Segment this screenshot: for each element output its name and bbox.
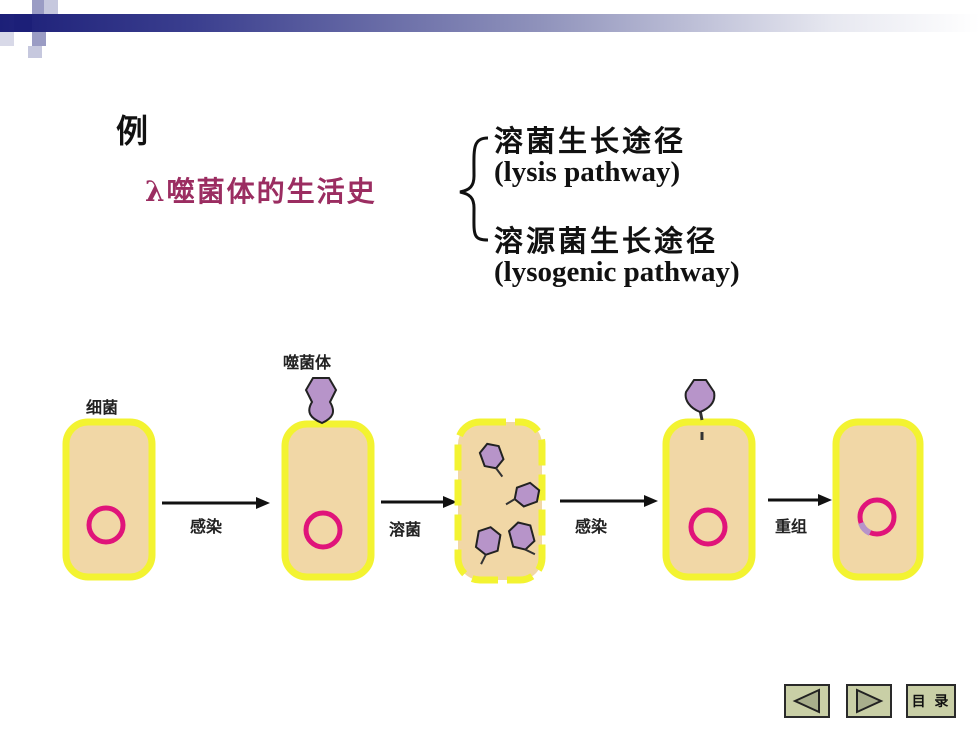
progeny-phages xyxy=(474,442,541,565)
header-square-4 xyxy=(32,32,46,46)
arrow-infection-1 xyxy=(162,497,270,509)
infection-label-2: 感染 xyxy=(575,517,608,536)
lysis-pathway-en: (lysis pathway) xyxy=(494,156,681,188)
arrow-lysis xyxy=(381,496,457,508)
arrow-infection-2 xyxy=(560,495,658,507)
phage-icon xyxy=(505,481,541,508)
header-square-3 xyxy=(44,0,58,14)
infection-label-1: 感染 xyxy=(190,517,223,536)
header-square-1 xyxy=(14,14,32,32)
lysogenic-pathway-en: (lysogenic pathway) xyxy=(494,256,740,288)
header-square-6 xyxy=(0,32,14,46)
bacterial-dna-ring xyxy=(86,505,126,545)
bacterium-label: 细菌 xyxy=(86,398,119,417)
phage-icon xyxy=(474,526,502,565)
bacterial-dna-ring xyxy=(688,507,728,547)
triangle-right-icon xyxy=(856,688,884,714)
header-gradient-bar xyxy=(0,14,980,32)
phage-life-cycle-title: λ噬菌体的生活史 xyxy=(145,175,377,208)
lysogen-cell xyxy=(832,418,924,581)
bacterium-cell-1 xyxy=(62,418,156,581)
phage-icon xyxy=(478,442,505,478)
recombination-label: 重组 xyxy=(775,517,808,536)
phage-icon xyxy=(684,379,716,421)
bacterium-cell-4 xyxy=(662,418,756,581)
next-slide-button[interactable] xyxy=(846,684,892,718)
example-label: 例 xyxy=(116,112,149,150)
bacterium-cell-2 xyxy=(281,420,375,581)
phage-label: 噬菌体 xyxy=(283,353,332,372)
header-square-5 xyxy=(28,46,42,58)
integrated-prophage xyxy=(858,521,872,536)
table-of-contents-button[interactable]: 目 录 xyxy=(906,684,956,718)
arrow-recombination xyxy=(768,494,832,506)
previous-slide-button[interactable] xyxy=(784,684,830,718)
lysogenic-pathway-zh: 溶源菌生长途径 xyxy=(494,224,719,258)
lysis-label: 溶菌 xyxy=(389,520,422,539)
phage-icon xyxy=(507,521,536,556)
bacterial-dna-ring xyxy=(857,497,897,537)
header-square-2 xyxy=(32,0,44,14)
bacterial-dna-ring xyxy=(303,510,343,550)
triangle-left-icon xyxy=(792,688,820,714)
phage-icon xyxy=(304,377,338,425)
lysis-pathway-zh: 溶菌生长途径 xyxy=(494,124,687,158)
